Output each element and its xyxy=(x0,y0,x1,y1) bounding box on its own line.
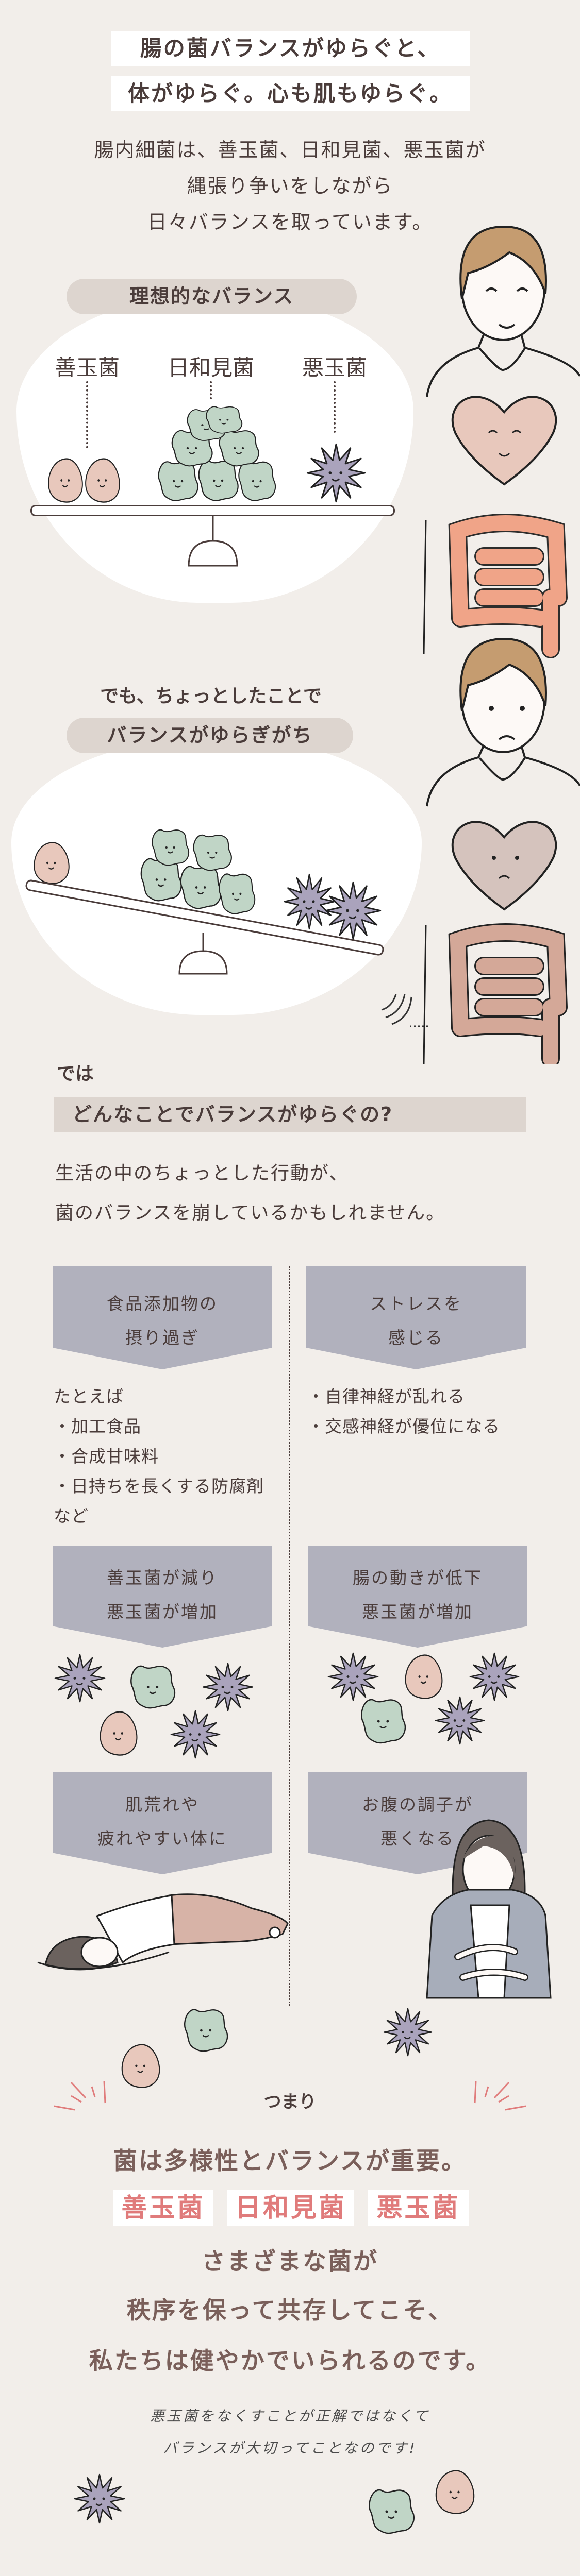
conclusion-line-2: 秩序を保って共存してこそ、 xyxy=(126,2296,454,2324)
happy-person-illustration xyxy=(423,225,580,658)
cause-line: 摂り過ぎ xyxy=(125,1328,200,1348)
label-neutral-bacteria: 日和見菌 xyxy=(167,355,254,380)
neutral-bacteria-icon xyxy=(217,428,262,469)
ideal-balance-pill: 理想的なバランス xyxy=(67,279,357,314)
bad-bacteria-icon xyxy=(74,2473,125,2524)
bad-bacteria-icon xyxy=(170,1710,221,1759)
neutral-bacteria-icon xyxy=(204,404,245,435)
stress-effects-list: ・自律神経が乱れる ・交感神経が優位になる xyxy=(307,1382,527,1442)
leader-line xyxy=(334,381,336,433)
neutral-bacteria-icon xyxy=(181,2006,231,2055)
neutral-bacteria-icon xyxy=(217,871,258,917)
intro-line-2: 縄張り争いをしながら xyxy=(187,175,393,197)
leader-line xyxy=(86,381,88,448)
woman-holding-stomach-illustration xyxy=(426,1819,552,1999)
balance-fulcrum xyxy=(188,516,238,567)
result-line: 肌荒れや xyxy=(125,1794,200,1815)
intro-line-1: 腸内細菌は、善玉菌、日和見菌、悪玉菌が xyxy=(94,139,486,161)
bad-bacteria-icon xyxy=(469,1652,520,1701)
list-item: ・合成甘味料 xyxy=(54,1446,159,1466)
result-line: 疲れやすい体に xyxy=(97,1828,227,1849)
intro-line-3: 日々バランスを取っています。 xyxy=(147,211,433,233)
neutral-bacteria-icon xyxy=(191,832,235,873)
shake-lines-icon xyxy=(381,994,428,1027)
label-bad-bacteria: 悪玉菌 xyxy=(302,355,367,380)
badge-neutral-bacteria: 日和見菌 xyxy=(227,2190,354,2226)
emphasis-rays-right-icon xyxy=(474,2081,526,2111)
good-bacteria-icon xyxy=(119,2042,163,2090)
effect-line: 悪玉菌が増加 xyxy=(362,1602,473,1622)
worried-person-illustration xyxy=(423,637,580,1064)
neutral-bacteria-icon xyxy=(150,827,192,868)
result-line: お腹の調子が xyxy=(362,1794,473,1815)
cause-card-food-additives: 食品添加物の 摂り過ぎ xyxy=(53,1266,272,1369)
list-item: ・加工食品 xyxy=(54,1416,141,1436)
label-good-bacteria: 善玉菌 xyxy=(54,355,120,380)
good-bacteria-icon xyxy=(402,1652,445,1701)
result-line: 悪くなる xyxy=(380,1828,455,1849)
bad-bacteria-icon xyxy=(54,1654,106,1703)
list-item: ・日持ちを長くする防腐剤 xyxy=(54,1476,264,1496)
effect-card-left: 善玉菌が減り 悪玉菌が増加 xyxy=(53,1546,272,1648)
cause-intro: では xyxy=(57,1063,94,1084)
list-item: ・自律神経が乱れる xyxy=(307,1386,465,1406)
unstable-balance-pill: バランスがゆらぎがち xyxy=(67,718,353,753)
bad-bacteria-icon xyxy=(306,443,366,503)
good-bacteria-icon xyxy=(82,456,123,505)
good-bacteria-icon xyxy=(31,840,72,886)
cause-question-banner: どんなことでバランスがゆらぐの? xyxy=(54,1097,526,1132)
list-item: たとえば xyxy=(54,1386,124,1406)
result-card-left: 肌荒れや 疲れやすい体に xyxy=(53,1772,272,1874)
badge-bad-bacteria: 悪玉菌 xyxy=(368,2190,469,2226)
bad-bacteria-icon xyxy=(383,2008,433,2057)
conclusion-line-3: 私たちは健やかでいられるのです。 xyxy=(89,2347,491,2375)
badge-good-bacteria: 善玉菌 xyxy=(113,2190,213,2226)
good-bacteria-icon xyxy=(97,1709,140,1758)
effect-line: 悪玉菌が増加 xyxy=(107,1602,218,1622)
unstable-lead-text: でも、ちょっとしたことで xyxy=(100,686,322,707)
bad-bacteria-icon xyxy=(202,1663,254,1711)
bad-bacteria-icon xyxy=(435,1696,485,1745)
cause-line: 感じる xyxy=(388,1328,444,1348)
headline-line-2: 体がゆらぐ。心も肌もゆらぐ。 xyxy=(111,76,470,111)
good-bacteria-icon xyxy=(45,456,86,505)
lying-woman-illustration xyxy=(37,1893,289,1971)
balance-beam xyxy=(30,505,395,516)
good-bacteria-icon xyxy=(433,2468,477,2516)
cause-line: 食品添加物の xyxy=(107,1294,218,1314)
handwritten-note-line-1: 悪玉菌をなくすことが正解ではなくて xyxy=(150,2408,430,2425)
effect-card-right: 腸の動きが低下 悪玉菌が増加 xyxy=(308,1546,527,1648)
conclusion-intro: つまり xyxy=(263,2092,317,2112)
effect-line: 腸の動きが低下 xyxy=(353,1568,483,1588)
cause-line: ストレスを xyxy=(370,1294,462,1314)
bad-bacteria-icon xyxy=(327,1652,379,1701)
headline-line-1: 腸の菌バランスがゆらぐと、 xyxy=(111,31,470,66)
balance-fulcrum xyxy=(178,933,228,975)
list-item: など xyxy=(54,1506,89,1526)
list-item: ・交感神経が優位になる xyxy=(307,1416,500,1436)
cause-card-stress: ストレスを 感じる xyxy=(306,1266,526,1369)
neutral-bacteria-icon xyxy=(366,2486,418,2537)
conclusion-line-1: さまざまな菌が xyxy=(202,2247,378,2275)
effect-line: 善玉菌が減り xyxy=(107,1568,218,1588)
neutral-bacteria-icon xyxy=(358,1696,409,1747)
cause-desc-line-1: 生活の中のちょっとした行動が、 xyxy=(55,1163,349,1184)
bad-bacteria-icon xyxy=(284,873,335,930)
emphasis-rays-left-icon xyxy=(54,2081,106,2111)
leader-line xyxy=(210,381,212,399)
conclusion-main: 菌は多様性とバランスが重要。 xyxy=(113,2147,467,2175)
food-additives-list: たとえば ・加工食品 ・合成甘味料 ・日持ちを長くする防腐剤 など xyxy=(54,1382,273,1531)
handwritten-note-line-2: バランスが大切ってことなのです! xyxy=(163,2439,417,2456)
column-divider xyxy=(289,1266,290,2006)
neutral-bacteria-icon xyxy=(128,1663,178,1711)
neutral-bacteria-icon xyxy=(236,459,278,504)
bad-bacteria-icon xyxy=(325,881,382,940)
cause-desc-line-2: 菌のバランスを崩しているかもしれません。 xyxy=(55,1202,446,1224)
